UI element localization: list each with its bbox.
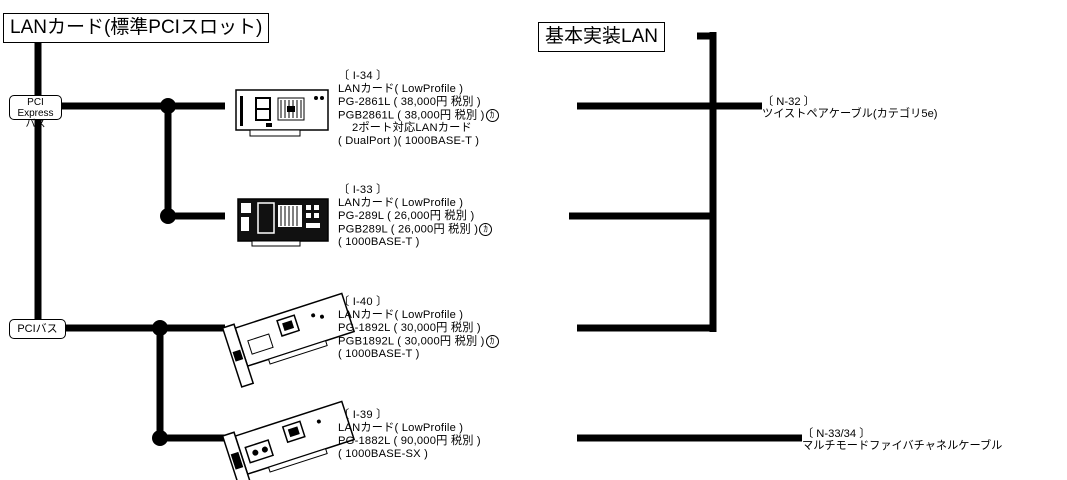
card-code: 〔 I-40 〕 (338, 296, 388, 308)
cable-twisted-pair: 〔 N-32 〕 ツイストペアケーブル(カテゴリ5e) (762, 96, 938, 120)
junction-dot (152, 430, 168, 446)
card-model-line: PGB289L ( 26,000円 税別 ) (338, 223, 479, 236)
card-info-i33: 〔 I-33 〕 LANカード( LowProfile ) PG-289L ( … (338, 184, 493, 249)
cable-multimode-fiber: 〔 N-33/34 〕 マルチモードファイバチャネルケーブル (802, 428, 1002, 452)
card-model-line: PG-1882L ( 90,000円 税別 ) (338, 435, 481, 447)
junction-dot (152, 320, 168, 336)
tax-mark-icon: ｶ (479, 223, 493, 236)
card-spec-line: ( 1000BASE-T ) (338, 348, 420, 361)
cable-name: ツイストペアケーブル(カテゴリ5e) (762, 108, 938, 120)
pci-express-bus-line1: PCI Express (17, 97, 54, 119)
card-info-i40: 〔 I-40 〕 LANカード( LowProfile ) PG-1892L (… (338, 296, 499, 361)
card-model-line: PGB1892L ( 30,000円 税別 ) (338, 335, 485, 348)
card-name: LANカード( LowProfile ) (338, 422, 464, 434)
card-spec-line: ( 1000BASE-T ) (338, 236, 420, 249)
junction-dot (160, 98, 176, 114)
card-spec-line: ( 1000BASE-SX ) (338, 448, 429, 460)
lowprofile-card-image (235, 89, 329, 137)
card-name: LANカード( LowProfile ) (338, 83, 464, 95)
tax-mark-icon: ｶ (485, 335, 499, 348)
pci-express-bus-line2: バス (25, 119, 46, 130)
card-model-line: PG-1892L ( 30,000円 税別 ) (338, 322, 481, 334)
lowprofile-card-image (237, 198, 329, 247)
pci-fiber-card-image (221, 400, 356, 480)
onboard-lan-title: 基本実装LAN (538, 22, 665, 52)
card-info-i39: 〔 I-39 〕 LANカード( LowProfile ) PG-1882L (… (338, 409, 481, 461)
tax-mark-icon: ｶ (485, 109, 499, 122)
lan-card-title: LANカード(標準PCIスロット) (3, 13, 270, 43)
card-name: LANカード( LowProfile ) (338, 309, 464, 321)
pci-express-bus-label: PCI Express バス (9, 95, 62, 130)
card-code: 〔 I-34 〕 (338, 70, 388, 82)
card-name: LANカード( LowProfile ) (338, 197, 464, 209)
pci-bus-label: PCIバス (9, 319, 66, 339)
card-spec-line: ( DualPort )( 1000BASE-T ) (338, 135, 480, 148)
card-feature-line: 2ポート対応LANカード (352, 122, 472, 135)
card-model-line: PG-289L ( 26,000円 税別 ) (338, 210, 475, 222)
cable-code: 〔 N-32 〕 (762, 96, 815, 108)
card-code: 〔 I-39 〕 (338, 409, 388, 421)
junction-dot (160, 208, 176, 224)
card-model-line: PG-2861L ( 38,000円 税別 ) (338, 96, 481, 108)
cable-name: マルチモードファイバチャネルケーブル (802, 440, 1003, 452)
pci-card-image (221, 292, 356, 388)
cable-code: 〔 N-33/34 〕 (802, 428, 871, 440)
card-model-line: PGB2861L ( 38,000円 税別 ) (338, 109, 485, 122)
card-info-i34: 〔 I-34 〕 LANカード( LowProfile ) PG-2861L (… (338, 70, 499, 148)
card-code: 〔 I-33 〕 (338, 184, 388, 196)
